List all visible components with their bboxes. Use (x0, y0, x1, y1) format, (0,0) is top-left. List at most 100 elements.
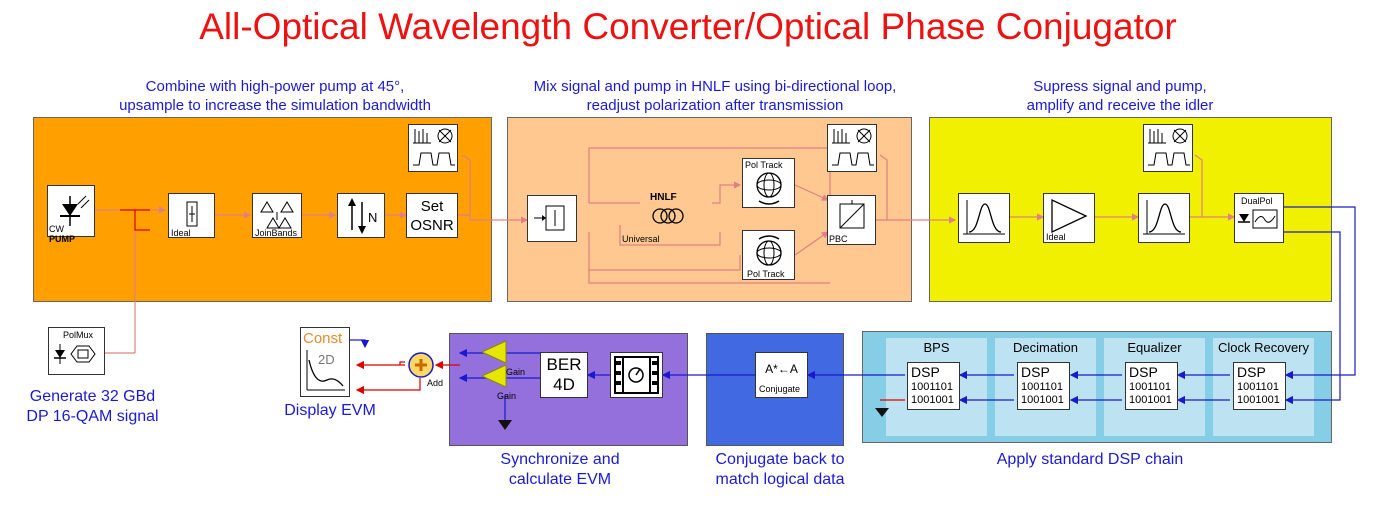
spectrum-analyzer-icon (832, 128, 874, 166)
resample-arrows-icon: N (348, 198, 377, 234)
dsp-label-decimation: DSP (1021, 364, 1050, 380)
dsp-bits-equalizer-2: 1001001 (1129, 394, 1172, 406)
conjugate-label: Conjugate (759, 384, 801, 394)
pol-track-bottom-label: Pol Track (747, 269, 785, 279)
signal-caption-line1: Generate 32 GBd (29, 388, 156, 405)
hnlf-caption-line2: readjust polarization after transmission (586, 97, 844, 114)
svg-text:N: N (368, 210, 377, 225)
upsample-icon (186, 201, 198, 227)
receive-caption: Supress signal and pump, amplify and rec… (960, 77, 1280, 115)
resample-block[interactable]: N (337, 193, 385, 238)
pbc-block[interactable]: PBC (827, 195, 876, 245)
pol-track-top-block[interactable]: Pol Track (742, 158, 795, 208)
diagram-title: All-Optical Wavelength Converter/Optical… (199, 6, 1177, 47)
fiber-coil-icon[interactable] (640, 205, 712, 227)
join-bands-block[interactable]: JoinBands (252, 193, 302, 238)
const-2d-label: 2D (318, 352, 335, 367)
synchronizer-block[interactable] (610, 352, 663, 398)
const-label: Const (303, 330, 343, 347)
signal-caption: Generate 32 GBd DP 16-QAM signal (0, 387, 185, 427)
join-bands-icon (260, 201, 294, 229)
pump-caption-line1: Combine with high-power pump at 45°, (145, 78, 405, 95)
dsp-bits-decimation-2: 1001001 (1021, 394, 1064, 406)
conjugate-block[interactable]: A*←A Conjugate (755, 352, 808, 398)
conjugate-caption: Conjugate back to match logical data (690, 450, 870, 490)
dsp-bits-decimation: 1001101 1001001 (1021, 381, 1064, 407)
polmux-transmitter-block[interactable]: PolMux (48, 327, 105, 375)
optical-filter-block-1[interactable] (958, 193, 1010, 243)
conjugate-caption-line1: Conjugate back to (715, 451, 845, 468)
optical-filter-block-2[interactable] (1138, 193, 1190, 243)
dsp-bits-decimation-1: 1001101 (1021, 381, 1064, 393)
polarization-sphere-icon (756, 172, 782, 205)
spectrum-analyzer-2[interactable] (827, 124, 877, 172)
receive-caption-line2: amplify and receive the idler (1026, 97, 1214, 114)
adder-icon[interactable] (405, 350, 437, 382)
ideal-upsample-block[interactable]: Ideal (168, 193, 215, 238)
dsp-label-equalizer: DSP (1129, 364, 1158, 380)
dsp-bits-clock-recovery-2: 1001001 (1237, 394, 1280, 406)
coherent-receiver-icon (1238, 209, 1278, 229)
gain-label-1: Gain (506, 367, 526, 377)
spectrum-analyzer-1[interactable] (408, 124, 458, 172)
dsp-block-equalizer[interactable]: DSP 1001101 1001001 (1125, 362, 1178, 410)
spectrum-analyzer-icon (413, 128, 455, 166)
dsp-label-clock-recovery: DSP (1237, 364, 1266, 380)
sync-caption-line2: calculate EVM (508, 471, 612, 488)
signal-caption-line2: DP 16-QAM signal (26, 408, 159, 425)
dsp-bits-bps-2: 1001001 (911, 394, 954, 406)
pump-caption: Combine with high-power pump at 45°, ups… (60, 77, 490, 115)
dsp-title-decimation: Decimation (1012, 340, 1079, 355)
conjugate-symbol: A*←A (765, 362, 798, 376)
circulator-icon (534, 205, 565, 231)
spectrum-analyzer-3[interactable] (1143, 124, 1193, 172)
polmux-label: PolMux (63, 330, 94, 340)
spectrum-analyzer-icon (1148, 128, 1190, 166)
pump-cw-label: CW (49, 224, 64, 234)
join-bands-label: JoinBands (255, 228, 298, 238)
pol-track-bottom-block[interactable]: Pol Track (742, 230, 795, 280)
dsp-caption: Apply standard DSP chain (996, 451, 1184, 468)
film-strip-sync-icon (614, 356, 659, 394)
dual-pol-label: DualPol (1241, 196, 1273, 206)
conjugate-caption-line2: match logical data (715, 471, 845, 488)
dsp-block-clock-recovery[interactable]: DSP 1001101 1001001 (1233, 362, 1286, 410)
sync-caption-line1: Synchronize and (500, 451, 620, 468)
display-caption: Display EVM (284, 402, 376, 419)
amplifier-triangle-icon (1051, 198, 1088, 234)
dsp-title-equalizer: Equalizer (1127, 340, 1182, 355)
set-osnr-block[interactable]: Set OSNR (406, 193, 458, 238)
dsp-bits-clock-recovery: 1001101 1001001 (1237, 381, 1280, 407)
pump-caption-line2: upsample to increase the simulation band… (119, 97, 431, 114)
hnlf-caption-line1: Mix signal and pump in HNLF using bi-dir… (533, 78, 897, 95)
bandpass-filter-icon (963, 200, 1005, 235)
gain-label-2: Gain (497, 391, 517, 401)
bandpass-filter-icon (1143, 200, 1185, 235)
set-osnr-line2: OSNR (410, 217, 454, 234)
dsp-title-clock-recovery: Clock Recovery (1217, 340, 1310, 355)
dsp-title-bps: BPS (923, 340, 950, 355)
circulator-block[interactable] (527, 195, 577, 242)
dsp-bits-bps-1: 1001101 (911, 381, 954, 393)
beam-combiner-icon (839, 200, 865, 229)
hnlf-label: HNLF (650, 192, 677, 203)
gain-triangles-icon[interactable] (478, 337, 508, 389)
dsp-bits-equalizer: 1001101 1001001 (1129, 381, 1172, 407)
dsp-bits-clock-recovery-1: 1001101 (1237, 381, 1280, 393)
constellation-display-block[interactable]: Const 2D (300, 327, 350, 397)
dsp-label-bps: DSP (911, 364, 940, 380)
pol-track-top-label: Pol Track (745, 160, 783, 170)
amplifier-block[interactable]: Ideal (1043, 193, 1095, 243)
dsp-bits-bps: 1001101 1001001 (911, 381, 954, 407)
ber-4d-block[interactable]: BER 4D (540, 352, 588, 398)
dsp-block-decimation[interactable]: DSP 1001101 1001001 (1017, 362, 1070, 410)
ber-line1: BER (546, 355, 582, 374)
dual-pol-receiver-block[interactable]: DualPol (1234, 193, 1284, 243)
add-label: Add (427, 378, 444, 388)
pump-laser-block[interactable]: CW (47, 185, 95, 237)
universal-label: Universal (622, 234, 660, 244)
dsp-block-bps[interactable]: DSP 1001101 1001001 (907, 362, 960, 410)
constellation-plot-icon (306, 350, 345, 391)
hnlf-caption: Mix signal and pump in HNLF using bi-dir… (480, 77, 950, 115)
